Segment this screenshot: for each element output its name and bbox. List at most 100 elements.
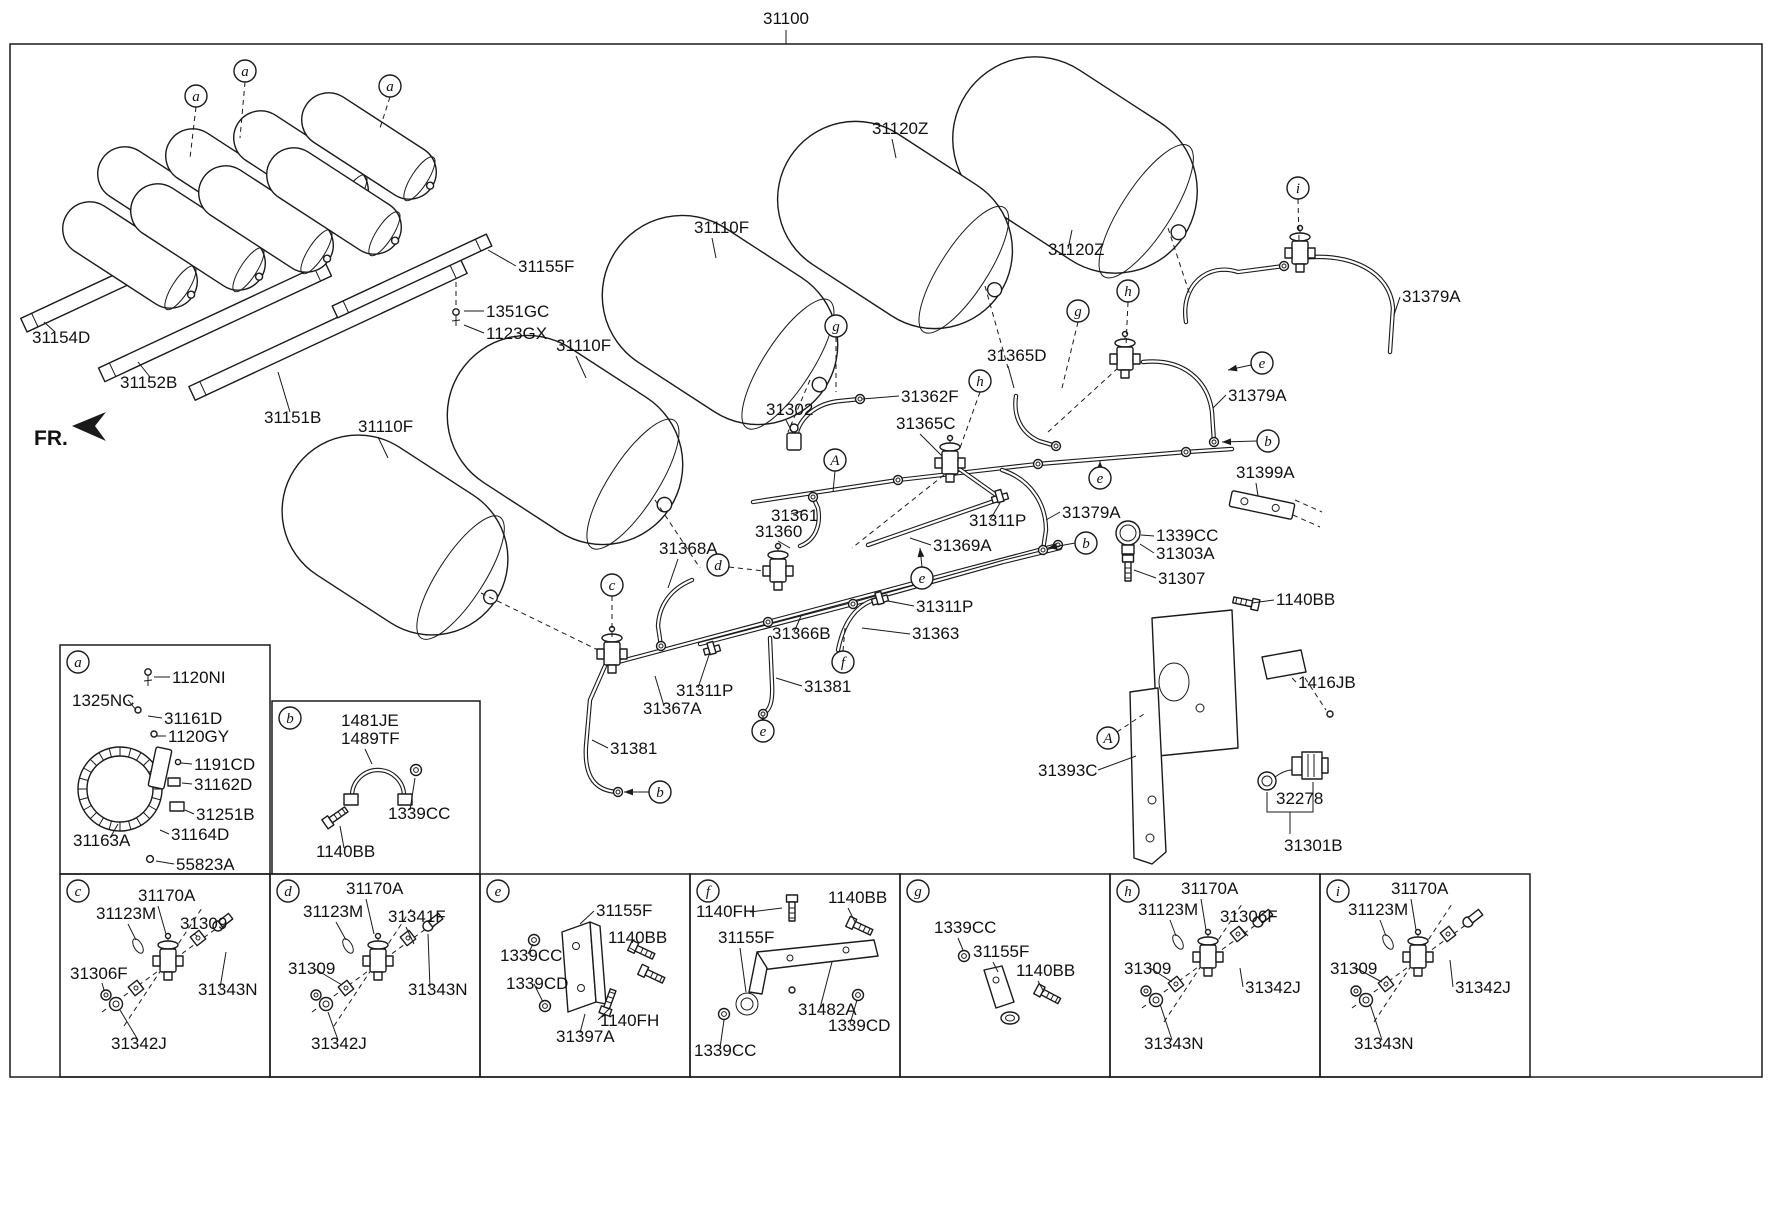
marker-letter: e [760, 724, 767, 740]
part-label-1325NC: 1325NC [72, 691, 134, 710]
detail-marker-a: a [378, 74, 402, 98]
marker-letter: d [714, 558, 722, 574]
part-label-31155F: 31155F [518, 257, 574, 276]
part-label-1140BB: 1140BB [1276, 590, 1335, 609]
part-label-31155F: 31155F [973, 942, 1029, 961]
tee-fitting-icon [702, 640, 722, 656]
part-label-31343N: 31343N [198, 980, 258, 999]
part-label-31110F: 31110F [694, 218, 749, 237]
part-label-1140FH: 1140FH [600, 1011, 659, 1030]
detail-panels-layer: a1120NI1325NC31161D1120GY1191CD31162D312… [59, 644, 1531, 1078]
bolt-icon [1232, 596, 1261, 612]
detail-marker-b: b [648, 780, 672, 804]
part-label-31369A: 31369A [933, 536, 992, 555]
part-label-31120Z: 31120Z [872, 119, 928, 138]
part-label-31381: 31381 [610, 739, 657, 758]
detail-marker-A: A [823, 448, 847, 472]
panel-letter: d [284, 884, 292, 900]
part-label-31343N: 31343N [1144, 1034, 1204, 1053]
part-label-31110F: 31110F [556, 336, 611, 355]
part-label-31170A: 31170A [1391, 879, 1449, 898]
cng-tank-shape [446, 334, 684, 550]
part-label-1140FH: 1140FH [696, 902, 755, 921]
fr-direction-arrow-icon [72, 412, 106, 441]
part-label-31251B: 31251B [196, 805, 255, 824]
part-label-31163A: 31163A [73, 831, 131, 850]
part-label-31367A: 31367A [643, 699, 702, 718]
fr-direction-label: FR. [34, 427, 68, 450]
part-label-31368A: 31368A [659, 539, 718, 558]
detail-marker-a: a [233, 59, 257, 83]
panel-sketch [717, 894, 879, 1021]
marker-letter: b [656, 785, 664, 801]
part-label-31393C: 31393C [1038, 761, 1098, 780]
part-label-31397A: 31397A [556, 1027, 615, 1046]
valve-icon [1109, 330, 1141, 379]
marker-letter: a [241, 64, 249, 80]
tee-fitting-icon [870, 590, 890, 606]
part-label-1120GY: 1120GY [168, 727, 229, 746]
detail-marker-e: e [910, 566, 934, 590]
marker-letter: A [1102, 731, 1113, 747]
panel-letter: g [914, 884, 922, 900]
part-label-1416JB: 1416JB [1298, 673, 1356, 692]
panel-sketch [310, 907, 444, 1027]
panel-sketch [1350, 903, 1484, 1023]
part-labels-layer: 31155F1351GC1123GX31154D31152B31151B3111… [32, 119, 1461, 855]
marker-letter: f [841, 655, 847, 671]
valve-icon [1284, 224, 1316, 273]
part-label-1140BB: 1140BB [1016, 961, 1075, 980]
part-label-31342J: 31342J [311, 1034, 367, 1053]
part-label-31381: 31381 [804, 677, 851, 696]
part-label-1481JE: 1481JE [341, 711, 399, 730]
part-label-31379A: 31379A [1062, 503, 1121, 522]
detail-marker-i: i [1286, 176, 1310, 200]
part-label-31161D: 31161D [164, 709, 222, 728]
part-label-1339CC: 1339CC [934, 918, 996, 937]
panel-letter-circle [66, 650, 90, 674]
part-label-31154D: 31154D [32, 328, 90, 347]
valve-icon [1192, 928, 1224, 977]
part-label-31123M: 31123M [1348, 900, 1408, 919]
detail-marker-a: a [184, 84, 208, 108]
panel-letter: b [286, 711, 294, 727]
part-label-1140BB: 1140BB [608, 928, 667, 947]
part-label-31342J: 31342J [111, 1034, 167, 1053]
panel-letter-circle [1326, 879, 1350, 903]
panel-letter: e [495, 884, 502, 900]
part-label-31307: 31307 [1158, 569, 1205, 588]
part-label-31155F: 31155F [718, 928, 774, 947]
valve-icon [362, 932, 394, 981]
marker-letter: h [1124, 284, 1132, 300]
part-label-31482A: 31482A [798, 1000, 857, 1019]
part-label-31152B: 31152B [120, 373, 177, 392]
marker-letter: b [1082, 536, 1090, 552]
panel-letter-circle [696, 879, 720, 903]
frame-rail-shape [331, 233, 493, 319]
marker-letter: c [609, 578, 616, 594]
frame-rail-shape [97, 261, 333, 383]
part-label-31170A: 31170A [346, 879, 404, 898]
panel-sketch [100, 907, 234, 1027]
marker-letter: g [832, 319, 840, 335]
panel-letter-circle [278, 706, 302, 730]
part-label-31379A: 31379A [1402, 287, 1461, 306]
detail-marker-b: b [1074, 531, 1098, 555]
detail-panel-a: a1120NI1325NC31161D1120GY1191CD31162D312… [59, 644, 271, 875]
marker-letter: e [919, 571, 926, 587]
part-label-1351GC: 1351GC [486, 302, 549, 321]
part-label-31366B: 31366B [772, 624, 831, 643]
bolt-icon [321, 806, 349, 830]
bolt-icon [637, 963, 666, 984]
marker-letter: a [386, 79, 394, 95]
part-label-1339CC: 1339CC [694, 1041, 756, 1060]
detail-marker-h: h [1116, 279, 1140, 303]
marker-letter: h [976, 374, 984, 390]
part-label-31123M: 31123M [303, 902, 363, 921]
cng-tank-shape [301, 92, 437, 202]
marker-letter: e [1097, 471, 1104, 487]
